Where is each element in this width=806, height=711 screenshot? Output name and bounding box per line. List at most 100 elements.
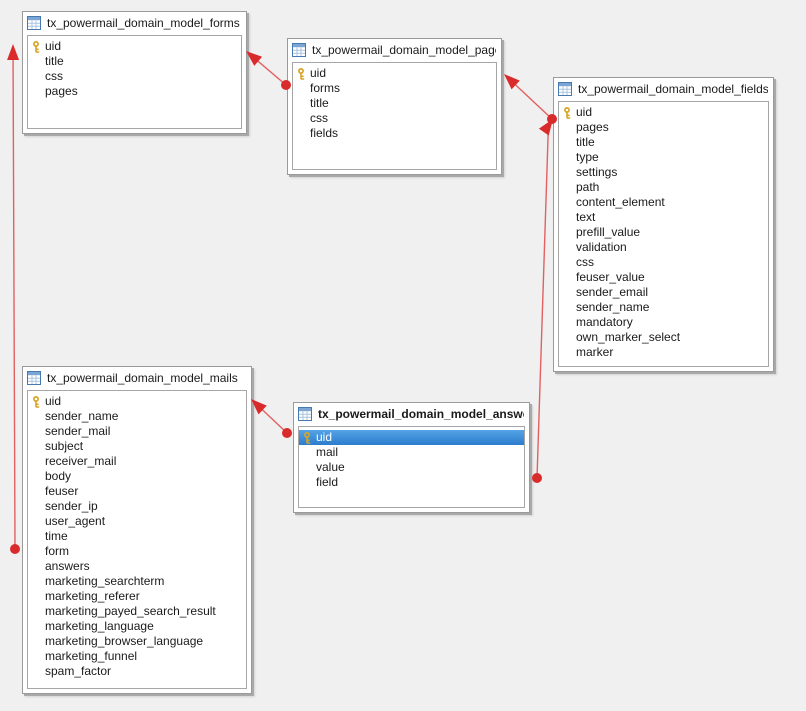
entity-title: tx_powermail_domain_model_answers: [318, 407, 524, 421]
field-row-mails-time[interactable]: time: [28, 529, 246, 544]
field-row-mails-subject[interactable]: subject: [28, 439, 246, 454]
field-row-mails-body[interactable]: body: [28, 469, 246, 484]
field-row-pages-title[interactable]: title: [293, 96, 496, 111]
field-row-fields-sender_email[interactable]: sender_email: [559, 285, 768, 300]
field-row-mails-uid[interactable]: uid: [28, 394, 246, 409]
field-row-fields-pages[interactable]: pages: [559, 120, 768, 135]
field-row-fields-own_marker_select[interactable]: own_marker_select: [559, 330, 768, 345]
field-name: content_element: [576, 195, 665, 209]
field-row-answers-mail[interactable]: mail: [299, 445, 524, 460]
field-name: form: [45, 544, 69, 558]
field-name: css: [45, 69, 63, 83]
field-row-mails-sender_mail[interactable]: sender_mail: [28, 424, 246, 439]
table-icon: [292, 43, 306, 57]
field-row-mails-marketing_language[interactable]: marketing_language: [28, 619, 246, 634]
primary-key-icon: [304, 432, 311, 444]
field-name: user_agent: [45, 514, 106, 528]
field-name: type: [576, 150, 599, 164]
field-row-mails-marketing_funnel[interactable]: marketing_funnel: [28, 649, 246, 664]
entity-header-mails[interactable]: tx_powermail_domain_model_mails: [23, 367, 251, 389]
entity-header-fields[interactable]: tx_powermail_domain_model_fields: [554, 78, 773, 100]
field-name: path: [576, 180, 600, 194]
field-row-forms-css[interactable]: css: [28, 69, 241, 84]
field-row-answers-field[interactable]: field: [299, 475, 524, 490]
field-row-mails-marketing_referer[interactable]: marketing_referer: [28, 589, 246, 604]
field-row-fields-validation[interactable]: validation: [559, 240, 768, 255]
field-row-forms-title[interactable]: title: [28, 54, 241, 69]
entity-header-pages[interactable]: tx_powermail_domain_model_pages: [288, 39, 501, 61]
primary-key-icon: [33, 396, 40, 408]
field-row-pages-uid[interactable]: uid: [293, 66, 496, 81]
field-name: title: [576, 135, 595, 149]
field-row-fields-sender_name[interactable]: sender_name: [559, 300, 768, 315]
field-name: uid: [316, 430, 333, 444]
field-row-fields-path[interactable]: path: [559, 180, 768, 195]
field-row-fields-type[interactable]: type: [559, 150, 768, 165]
field-name: subject: [45, 439, 84, 453]
field-row-fields-prefill_value[interactable]: prefill_value: [559, 225, 768, 240]
field-name: pages: [45, 84, 78, 98]
entity-header-answers[interactable]: tx_powermail_domain_model_answers: [294, 403, 529, 425]
field-name: uid: [45, 39, 62, 53]
field-name: uid: [310, 66, 327, 80]
field-name: marketing_payed_search_result: [45, 604, 216, 618]
primary-key-icon: [298, 68, 305, 80]
field-name: marketing_browser_language: [45, 634, 204, 648]
field-row-forms-pages[interactable]: pages: [28, 84, 241, 99]
entity-header-forms[interactable]: tx_powermail_domain_model_forms: [23, 12, 246, 34]
table-icon: [558, 82, 572, 96]
field-name: css: [310, 111, 328, 125]
field-row-fields-uid[interactable]: uid: [559, 105, 768, 120]
field-row-fields-mandatory[interactable]: mandatory: [559, 315, 768, 330]
field-row-pages-css[interactable]: css: [293, 111, 496, 126]
field-row-mails-sender_name[interactable]: sender_name: [28, 409, 246, 424]
entity-title: tx_powermail_domain_model_mails: [47, 371, 238, 385]
field-name: uid: [45, 394, 62, 408]
field-row-mails-form[interactable]: form: [28, 544, 246, 559]
field-row-mails-marketing_searchterm[interactable]: marketing_searchterm: [28, 574, 246, 589]
field-row-mails-feuser[interactable]: feuser: [28, 484, 246, 499]
field-row-mails-marketing_browser_language[interactable]: marketing_browser_language: [28, 634, 246, 649]
field-row-mails-spam_factor[interactable]: spam_factor: [28, 664, 246, 679]
field-row-fields-feuser_value[interactable]: feuser_value: [559, 270, 768, 285]
field-name: marketing_funnel: [45, 649, 138, 663]
primary-key-icon: [564, 107, 571, 119]
field-name: marketing_referer: [45, 589, 140, 603]
field-name: fields: [310, 126, 339, 140]
field-row-fields-css[interactable]: css: [559, 255, 768, 270]
table-icon: [27, 371, 41, 385]
field-name: sender_mail: [45, 424, 111, 438]
field-row-pages-fields[interactable]: fields: [293, 126, 496, 141]
field-name: sender_name: [45, 409, 119, 423]
field-row-fields-text[interactable]: text: [559, 210, 768, 225]
field-row-fields-marker[interactable]: marker: [559, 345, 768, 360]
field-row-forms-uid[interactable]: uid: [28, 39, 241, 54]
field-row-pages-forms[interactable]: forms: [293, 81, 496, 96]
entity-title: tx_powermail_domain_model_fields: [578, 82, 768, 96]
field-row-fields-content_element[interactable]: content_element: [559, 195, 768, 210]
field-row-answers-uid[interactable]: uid: [299, 430, 524, 445]
field-row-mails-answers[interactable]: answers: [28, 559, 246, 574]
field-name: marketing_searchterm: [45, 574, 165, 588]
field-row-mails-receiver_mail[interactable]: receiver_mail: [28, 454, 246, 469]
field-row-mails-user_agent[interactable]: user_agent: [28, 514, 246, 529]
field-row-mails-sender_ip[interactable]: sender_ip: [28, 499, 246, 514]
field-name: settings: [576, 165, 618, 179]
field-row-mails-marketing_payed_search_result[interactable]: marketing_payed_search_result: [28, 604, 246, 619]
field-row-answers-value[interactable]: value: [299, 460, 524, 475]
field-name: marker: [576, 345, 614, 359]
field-name: title: [45, 54, 64, 68]
field-row-fields-settings[interactable]: settings: [559, 165, 768, 180]
field-name: time: [45, 529, 68, 543]
field-row-fields-title[interactable]: title: [559, 135, 768, 150]
